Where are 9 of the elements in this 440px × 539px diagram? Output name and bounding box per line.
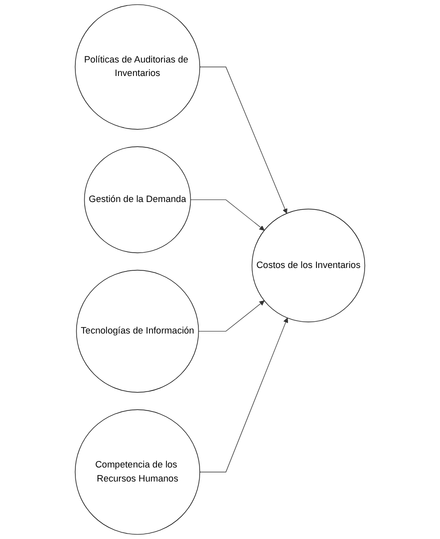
arrow: [190, 199, 265, 231]
arrow: [200, 318, 288, 472]
arrow: [198, 300, 265, 332]
node-circle: Políticas de Auditorias de Inventarios: [74, 4, 200, 130]
node-circle: Tecnologías de Información: [76, 270, 199, 393]
arrow: [200, 66, 288, 214]
node-circle: Competencia de los Recursos Humanos: [74, 409, 200, 535]
node-circle: Costos de los Inventarios: [252, 208, 366, 322]
node-circle: Gestión de la Demanda: [84, 146, 191, 254]
